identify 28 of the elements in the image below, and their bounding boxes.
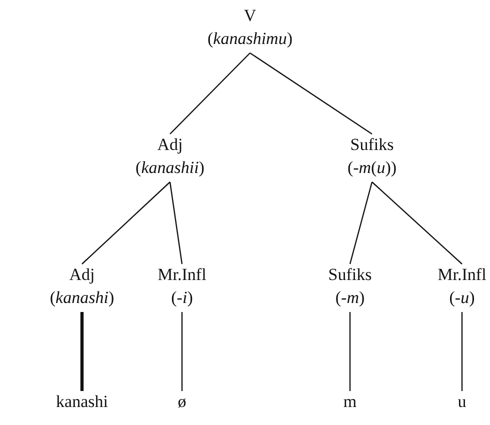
tree-branch: [82, 182, 170, 264]
node-label: Mr.Infl: [158, 264, 206, 286]
node-label: (kanashi): [50, 287, 114, 309]
node-label: (-m): [334, 287, 366, 309]
node-label: (-u): [448, 287, 476, 309]
node-label: V: [242, 5, 258, 27]
node-label: Adj: [156, 134, 184, 156]
tree-branch: [372, 182, 462, 264]
tree-branch: [250, 52, 372, 134]
node-label: Mr.Infl: [438, 264, 486, 286]
node-label: Sufiks: [328, 264, 372, 286]
node-label: Adj: [68, 264, 96, 286]
tree-branch: [349, 182, 373, 264]
tree-branch: [170, 52, 250, 134]
node-label: Sufiks: [349, 134, 395, 156]
node-label: (kanashimu): [208, 28, 292, 50]
node-label: (-i): [170, 287, 194, 309]
tree-branch: [80, 312, 84, 391]
node-label: (kanashii): [136, 157, 204, 179]
node-label: m: [343, 391, 357, 413]
node-label: (-m(u)): [347, 157, 397, 179]
tree-branch: [181, 312, 183, 391]
tree-branch: [169, 182, 183, 264]
node-label: kanashi: [56, 391, 108, 413]
node-label: u: [458, 391, 466, 413]
node-label: ø: [178, 391, 186, 413]
tree-branch: [461, 312, 463, 391]
tree-branch: [349, 312, 351, 391]
